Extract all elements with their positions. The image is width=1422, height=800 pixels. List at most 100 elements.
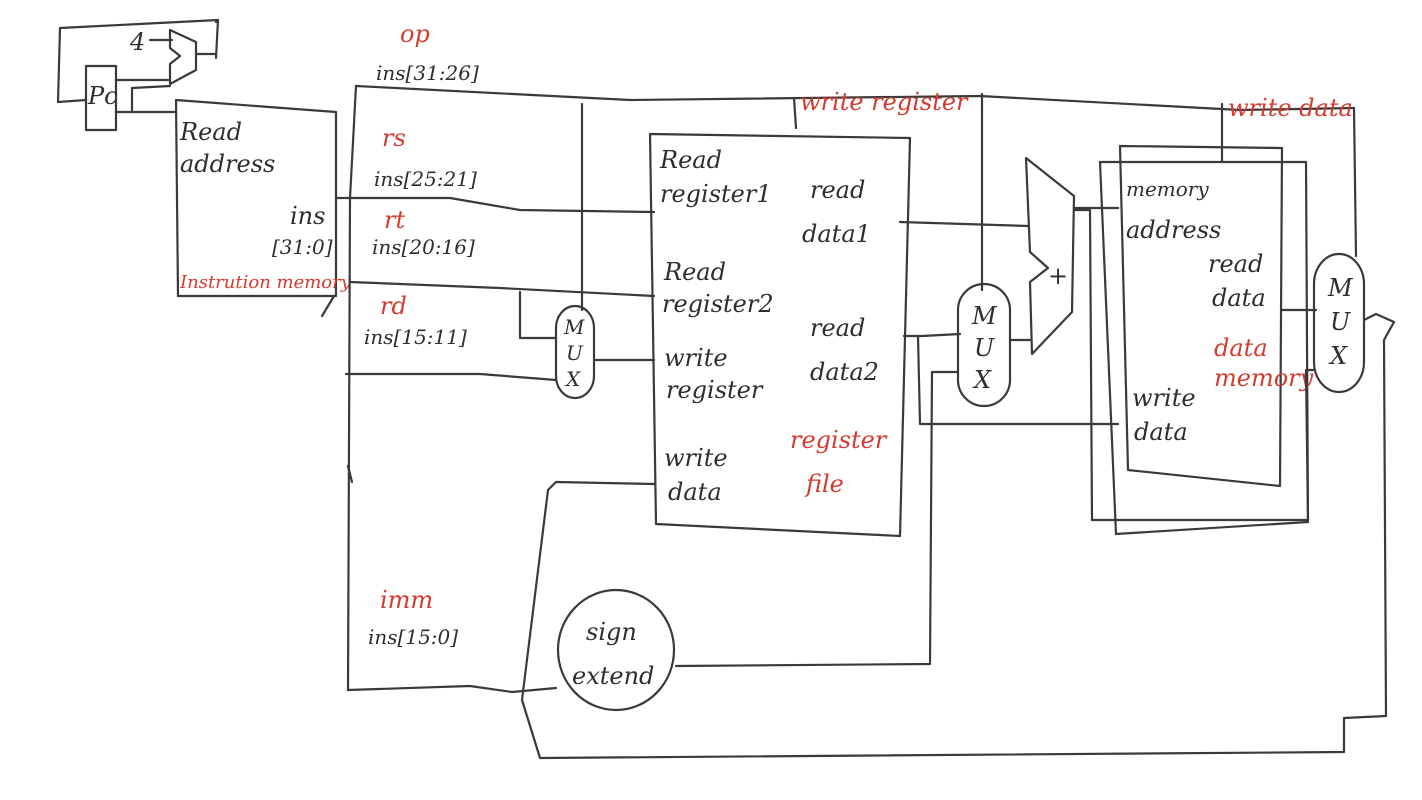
imem-underline (320, 294, 336, 318)
dm-write-data-2: data (1134, 418, 1188, 446)
memtoreg-mux-x: X (1328, 342, 1348, 370)
memwrite-control-tag: write data (1228, 94, 1353, 122)
pc-label: Pc (87, 82, 118, 110)
alusrc-mux-m: M (971, 302, 998, 330)
imem-read-address-label-1: Read (179, 118, 242, 146)
read-data1-wire (898, 220, 1030, 228)
regwrite-control-tag: write register (800, 88, 969, 116)
register-file: write register Read register1 Read regis… (648, 88, 969, 538)
imem-output-label-1: ins (290, 202, 325, 230)
instruction-memory: Read address ins [31:0] Instrution memor… (174, 98, 352, 318)
rf-write-data-1: write (664, 444, 728, 472)
memtoreg-control-wire (1352, 106, 1358, 258)
sign-extend-out-wire (674, 370, 960, 668)
instruction-memory-box (174, 98, 338, 298)
rd-tag: rd (380, 292, 407, 320)
sign-extend-line-2: extend (572, 662, 654, 690)
dm-read-data-2: data (1212, 284, 1266, 312)
pc-increment-label: 4 (129, 28, 145, 56)
imem-output-label-2: [31:0] (272, 235, 333, 259)
pc-register (84, 64, 118, 132)
regdst-mux: M U X (554, 304, 656, 400)
rf-read-data2-1: read (810, 314, 865, 342)
op-field-label: ins[31:26] (376, 61, 479, 85)
rf-read-register1-2: register1 (660, 180, 772, 208)
alu-shape (1024, 156, 1076, 356)
rf-title-2: file (804, 470, 844, 498)
alusrc-mux-shape (956, 282, 1012, 408)
rf-read-register2-1: Read (663, 258, 726, 286)
rt-field-label: ins[20:16] (372, 235, 475, 259)
pc-adder-group: Pc 4 (56, 18, 220, 132)
rf-write-data-2: data (668, 478, 722, 506)
rf-read-register1-1: Read (659, 146, 722, 174)
regdst-mux-u: U (566, 341, 584, 365)
imem-title: Instrution memory (179, 272, 352, 293)
rf-read-data1-2: data1 (802, 220, 871, 248)
dm-memory-address-2: address (1126, 216, 1221, 244)
op-bus-wire (354, 84, 1356, 112)
writeback-loop-wire (520, 312, 1396, 760)
rt-to-mux-wire (518, 290, 558, 340)
regdst-mux-m: M (563, 315, 585, 339)
memtoreg-mux-u: U (1330, 308, 1351, 336)
rf-read-register2-2: register2 (662, 290, 774, 318)
data-memory: write data memory address read data data… (1098, 94, 1358, 536)
rd-field-label: ins[15:11] (364, 325, 467, 349)
writeback-path (346, 208, 1396, 760)
alusrc-mux-x: X (972, 366, 992, 394)
read-data2-wire (902, 332, 962, 338)
rf-read-data1-1: read (810, 176, 865, 204)
rt-wire (348, 280, 656, 298)
memtoreg-mux: M U X (1312, 252, 1366, 394)
alu-label: + (1048, 262, 1068, 290)
data-memory-outer (1098, 160, 1310, 536)
alu-bypass-wire (1072, 208, 1316, 522)
pc-loop-wire (56, 18, 220, 104)
dm-memory-address-1: memory (1126, 177, 1209, 201)
register-file-outputs (898, 92, 1120, 426)
read-data2-to-dmem-wire (916, 334, 1120, 426)
instruction-bus-spine (334, 84, 358, 692)
field-labels: op ins[31:26] rs ins[25:21] rt ins[20:16… (364, 20, 479, 649)
imm-wire (346, 684, 558, 694)
ghost-tick-1 (346, 464, 354, 484)
rt-tag: rt (384, 206, 405, 234)
rs-tag: rs (382, 124, 406, 152)
pc-adder-shape (168, 28, 198, 86)
pc-feedback-wire (56, 98, 88, 104)
data-memory-inner (1118, 144, 1284, 488)
pc-to-adder-wire (114, 38, 174, 82)
op-tag: op (400, 20, 430, 48)
alusrc-mux-u: U (974, 334, 995, 362)
imm-tag: imm (380, 586, 433, 614)
dm-write-data-1: write (1132, 384, 1196, 412)
memtoreg-mux-m: M (1327, 274, 1354, 302)
rf-title-1: register (790, 426, 888, 454)
rf-write-register-1: write (664, 344, 728, 372)
dm-title-2: memory (1214, 364, 1314, 392)
sign-extend-line-1: sign (586, 618, 637, 646)
instruction-bus (334, 84, 1356, 694)
dm-read-data-1: read (1208, 250, 1263, 278)
imm-field-label: ins[15:0] (368, 625, 458, 649)
sign-extend-shape (556, 588, 676, 712)
alu: + (1024, 156, 1120, 356)
memtoreg-mux-shape (1312, 252, 1366, 394)
imem-read-address-label-2: address (180, 150, 275, 178)
sign-extend: sign extend (556, 370, 960, 712)
rf-write-register-2: register (666, 376, 764, 404)
rs-field-label: ins[25:21] (374, 167, 477, 191)
alusrc-mux: M U X (956, 282, 1032, 408)
regdst-mux-shape (554, 304, 596, 400)
register-file-box (648, 132, 912, 538)
rd-wire (344, 372, 558, 382)
dm-title-1: data (1214, 334, 1268, 362)
rf-read-data2-2: data2 (810, 358, 879, 386)
pc-next-wire (130, 52, 218, 112)
rs-wire (348, 196, 656, 214)
regwrite-control-wire (792, 96, 798, 130)
regdst-mux-x: X (564, 367, 581, 391)
